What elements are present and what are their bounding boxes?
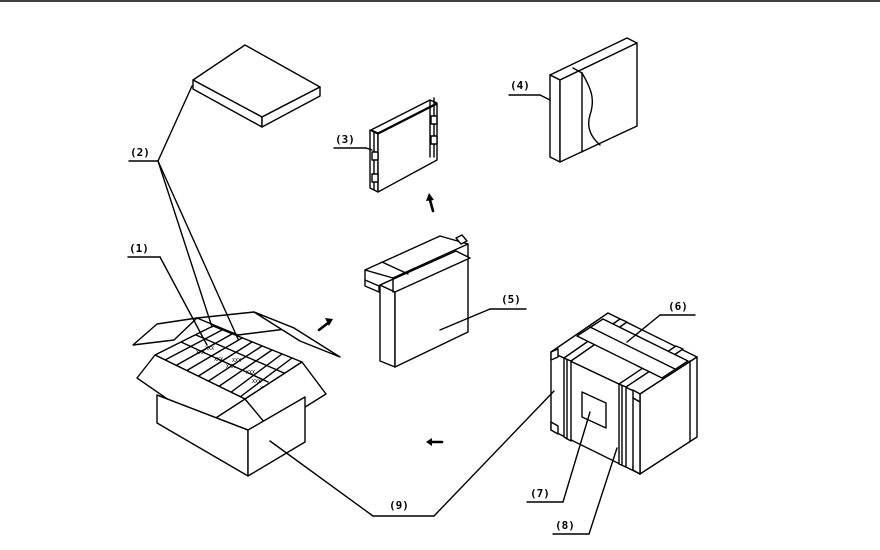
cell-mark: XXX [246,370,255,376]
panel-carton [365,235,470,367]
callout-8: (8) [553,448,617,534]
callout-3: (3) [334,133,372,150]
cell-mark: XXX [252,379,261,385]
callout-label: (1) [129,242,149,255]
cell-mark: XXX [214,357,223,363]
wrapped-panel [550,38,637,162]
cell-mark: XXX [232,358,241,364]
callout-9: (9) [270,391,554,516]
callout-label: (8) [555,519,575,532]
arrow-to-box [426,438,442,446]
tray-lid [193,45,320,127]
callout-label: (9) [389,499,409,512]
panel-module [370,98,437,192]
cell-mark: XXX [226,364,235,370]
cell-mark: XXX [205,346,214,352]
cell-mark: XXX [196,350,205,356]
callout-4: (4) [509,79,550,100]
arrow-to-module [426,193,434,211]
callout-label: (3) [335,133,355,146]
arrow-to-sleeve [319,318,333,330]
callout-label: (7) [530,487,550,500]
callout-label: (4) [510,79,530,92]
callout-label: (6) [668,300,688,313]
strapped-crate [551,313,697,474]
callout-label: (5) [501,293,521,306]
callout-label: (2) [130,146,150,159]
